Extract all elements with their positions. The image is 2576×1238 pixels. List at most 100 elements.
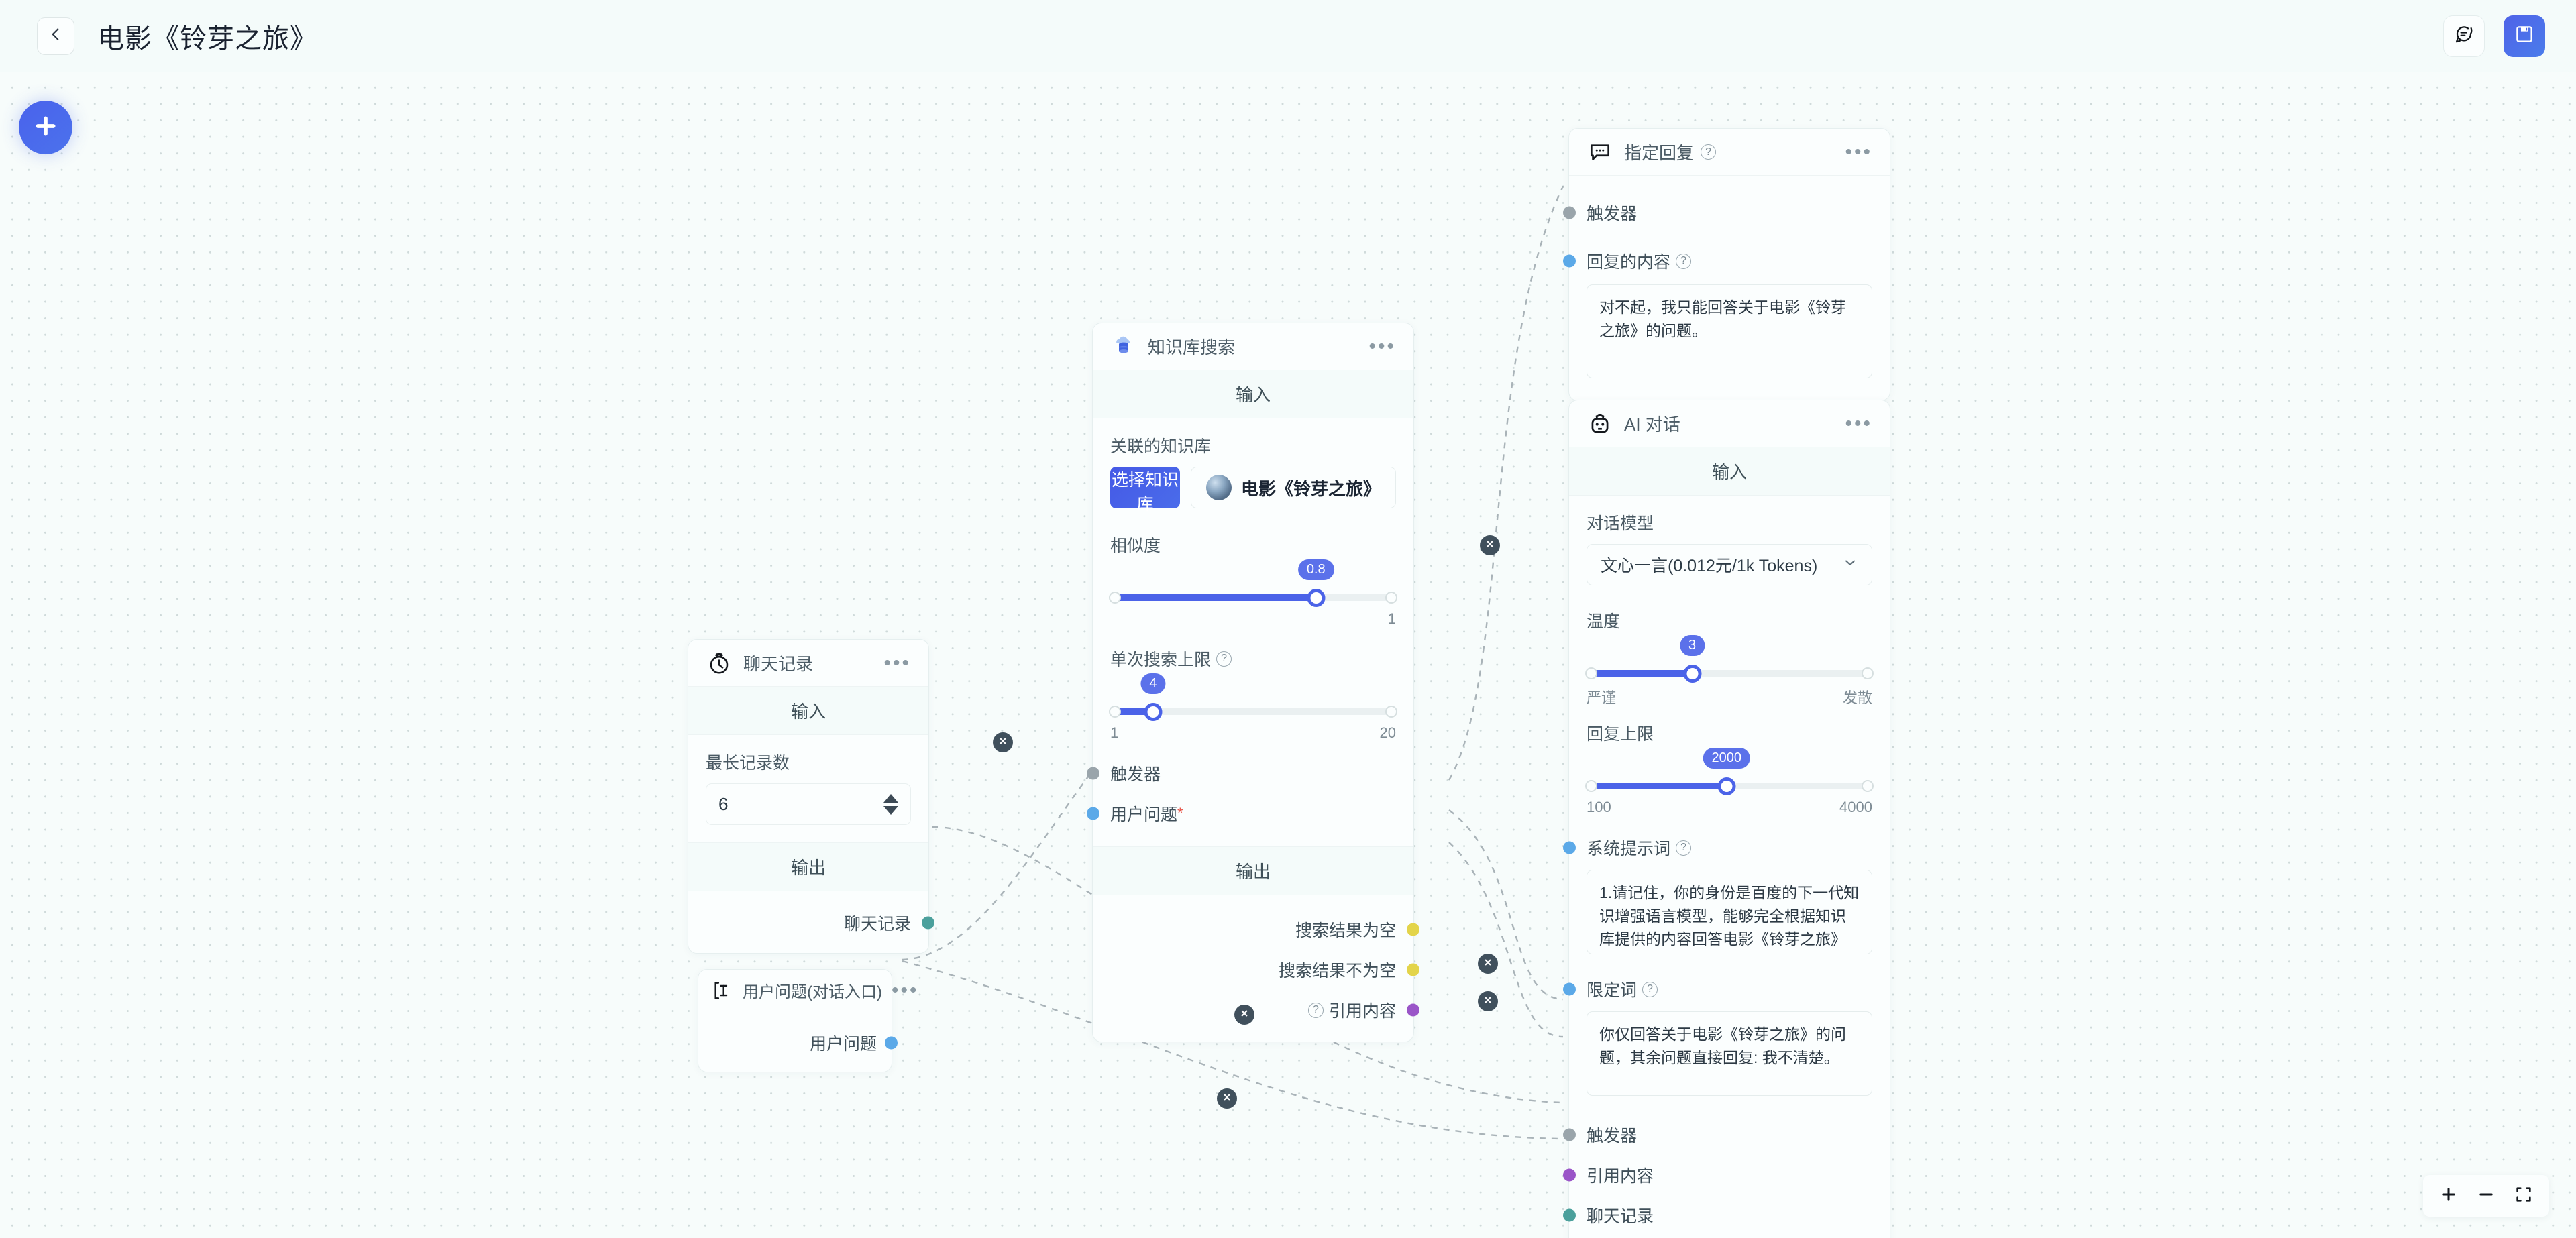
output-port-empty-result[interactable]: 搜索结果为空 — [1110, 914, 1419, 945]
text-cursor-icon — [712, 977, 735, 1004]
reply-limit-slider[interactable]: 2000 100 4000 — [1585, 748, 1874, 815]
node-more-button[interactable]: ••• — [1845, 412, 1872, 435]
input-port-reply-content[interactable]: 回复的内容 ? — [1563, 245, 1872, 276]
port-dot[interactable] — [885, 1036, 898, 1050]
model-select-value: 文心一言(0.012元/1k Tokens) — [1601, 557, 1818, 575]
port-dot[interactable] — [1563, 1208, 1576, 1222]
input-port-quote-content[interactable]: 引用内容 — [1563, 1160, 1872, 1190]
node-body: 最长记录数 6 — [688, 735, 928, 842]
output-port-nonempty-result[interactable]: 搜索结果不为空 — [1110, 954, 1419, 985]
slider-knob[interactable] — [1307, 589, 1326, 607]
help-icon[interactable]: ? — [1307, 1002, 1324, 1018]
node-header[interactable]: 知识库搜索 ••• — [1093, 323, 1413, 370]
node-ai-chat[interactable]: AI 对话 ••• 输入 对话模型 文心一言(0.012元/1k Tokens)… — [1563, 400, 1890, 1238]
input-port-qualifier[interactable]: 限定词 ? — [1563, 974, 1872, 1005]
edge-delete-button[interactable] — [1478, 954, 1498, 974]
search-limit-slider[interactable]: 4 1 20 — [1109, 673, 1397, 741]
zoom-in-button[interactable] — [2430, 1175, 2467, 1217]
edge-delete-button[interactable] — [1480, 535, 1500, 555]
reply-content-textarea[interactable] — [1587, 284, 1872, 378]
port-dot[interactable] — [1407, 923, 1419, 936]
port-dot[interactable] — [1563, 254, 1576, 268]
node-chat-history[interactable]: 聊天记录 ••• 输入 最长记录数 6 输出 聊天记录 — [688, 639, 934, 954]
slider-min-dot — [1585, 780, 1597, 792]
add-node-button[interactable] — [19, 101, 72, 154]
node-kb-search[interactable]: 知识库搜索 ••• 输入 关联的知识库 选择知识库 电影《铃芽之旅》 相似度 — [1087, 323, 1419, 1042]
slider-min-dot — [1585, 667, 1597, 679]
slider-max-label: 20 — [1379, 724, 1396, 741]
node-specified-reply[interactable]: 指定回复 ? ••• 触发器 回复的内容 ? — [1563, 128, 1890, 401]
slider-min-dot — [1109, 592, 1121, 604]
node-header[interactable]: 聊天记录 ••• — [688, 640, 928, 687]
slider-track[interactable] — [1587, 670, 1872, 677]
help-icon[interactable]: ? — [1642, 981, 1658, 997]
slider-knob[interactable] — [1144, 703, 1163, 721]
app-header: 电影《铃芽之旅》 — [0, 0, 2576, 72]
zoom-out-button[interactable] — [2467, 1175, 2505, 1217]
node-body: 对话模型 文心一言(0.012元/1k Tokens) 温度 3 — [1563, 496, 1890, 1238]
slider-track[interactable] — [1110, 708, 1396, 715]
save-button[interactable] — [2504, 15, 2545, 57]
help-icon[interactable]: ? — [1676, 253, 1692, 269]
close-circle-icon — [1483, 957, 1493, 970]
port-dot[interactable] — [1563, 1168, 1576, 1182]
port-dot[interactable] — [1087, 767, 1099, 780]
temperature-slider[interactable]: 3 严谨 发散 — [1585, 635, 1874, 706]
input-port-system-prompt[interactable]: 系统提示词 ? — [1563, 832, 1872, 863]
flow-canvas[interactable]: 聊天记录 ••• 输入 最长记录数 6 输出 聊天记录 用 — [0, 72, 2576, 1238]
back-button[interactable] — [37, 17, 74, 55]
similarity-slider[interactable]: 0.8 1 — [1109, 559, 1397, 627]
slider-knob[interactable] — [1683, 665, 1702, 683]
stepper-arrows[interactable] — [883, 793, 898, 815]
node-header[interactable]: 用户问题(对话入口) ••• — [698, 970, 917, 1011]
help-icon[interactable]: ? — [1701, 144, 1717, 160]
input-port-trigger[interactable]: 触发器 — [1563, 1119, 1872, 1150]
edge-delete-button[interactable] — [1217, 1088, 1237, 1109]
node-body: 触发器 回复的内容 ? — [1563, 176, 1890, 400]
port-dot[interactable] — [1563, 1128, 1576, 1141]
port-dot[interactable] — [1407, 1003, 1419, 1017]
model-select[interactable]: 文心一言(0.012元/1k Tokens) — [1587, 544, 1872, 585]
edge-delete-button[interactable] — [993, 732, 1013, 752]
node-user-question[interactable]: 用户问题(对话入口) ••• 用户问题 — [698, 969, 917, 1072]
help-icon[interactable]: ? — [1676, 840, 1692, 856]
port-label: 聊天记录 — [1587, 1207, 1654, 1226]
edge-delete-button[interactable] — [1478, 991, 1498, 1011]
node-header[interactable]: AI 对话 ••• — [1569, 400, 1890, 447]
fit-view-button[interactable] — [2505, 1175, 2542, 1217]
input-port-user-question[interactable]: 用户问题* — [1087, 798, 1396, 829]
node-more-button[interactable]: ••• — [1845, 140, 1872, 163]
help-icon[interactable]: ? — [1216, 651, 1232, 667]
input-port-trigger[interactable]: 触发器 — [1563, 197, 1872, 228]
temperature-field: 温度 3 严谨 发散 — [1585, 608, 1874, 706]
search-limit-text: 单次搜索上限 — [1110, 651, 1212, 669]
kb-chip[interactable]: 电影《铃芽之旅》 — [1190, 467, 1396, 508]
node-header[interactable]: 指定回复 ? ••• — [1569, 129, 1890, 176]
similarity-field: 相似度 0.8 1 — [1109, 532, 1397, 627]
port-dot[interactable] — [1563, 982, 1576, 996]
node-title: 聊天记录 — [743, 654, 814, 674]
node-more-button[interactable]: ••• — [883, 651, 911, 674]
edge-delete-button[interactable] — [1234, 1005, 1254, 1025]
zoom-controls — [2423, 1175, 2549, 1217]
port-dot[interactable] — [1407, 963, 1419, 976]
output-port-user-question[interactable]: 用户问题 — [713, 1027, 898, 1058]
input-port-chat-history[interactable]: 聊天记录 — [1563, 1200, 1872, 1231]
max-records-stepper[interactable]: 6 — [706, 783, 911, 825]
port-label: 搜索结果为空 — [1295, 921, 1396, 940]
input-port-trigger[interactable]: 触发器 — [1087, 758, 1396, 789]
node-more-button[interactable]: ••• — [891, 978, 919, 1001]
qualifier-textarea[interactable] — [1587, 1011, 1872, 1096]
slider-knob[interactable] — [1717, 777, 1736, 795]
output-port-chat-history[interactable]: 聊天记录 — [706, 907, 934, 938]
comment-button[interactable] — [2443, 15, 2485, 57]
port-dot[interactable] — [1563, 206, 1576, 219]
port-dot[interactable] — [922, 916, 934, 930]
select-kb-button[interactable]: 选择知识库 — [1110, 467, 1180, 514]
slider-max-dot — [1385, 706, 1397, 718]
system-prompt-textarea[interactable] — [1587, 870, 1872, 954]
port-dot[interactable] — [1563, 841, 1576, 854]
node-more-button[interactable]: ••• — [1368, 335, 1396, 357]
port-dot[interactable] — [1087, 807, 1099, 820]
node-title: 指定回复 — [1624, 143, 1695, 163]
